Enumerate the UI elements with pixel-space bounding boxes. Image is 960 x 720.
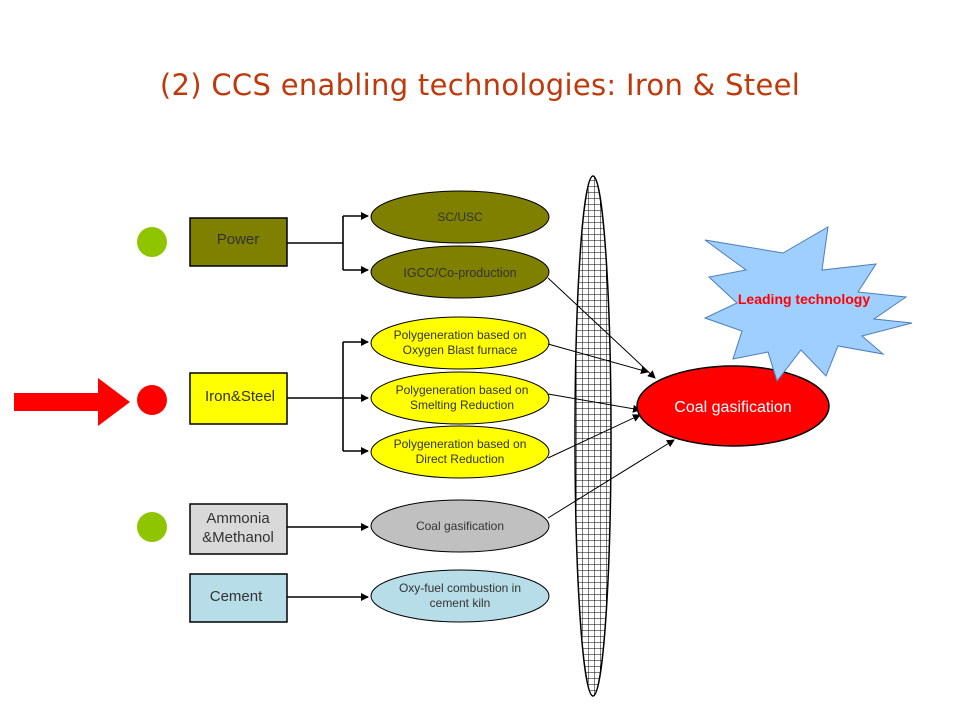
target-label: Coal gasification bbox=[674, 399, 791, 416]
tech-poly-oxygen: Polygeneration based on Oxygen Blast fur… bbox=[370, 316, 550, 370]
tech-oxy-fuel-label-1: Oxy-fuel combustion in bbox=[399, 581, 521, 595]
sector-label-ammonia-2: &Methanol bbox=[202, 529, 274, 546]
power-connector bbox=[287, 212, 369, 274]
slide-title: (2) CCS enabling technologies: Iron & St… bbox=[159, 68, 801, 102]
iron-steel-connector bbox=[287, 338, 369, 455]
tech-poly-smelting-label-2: Smelting Reduction bbox=[410, 398, 514, 412]
flow-arrows bbox=[547, 277, 675, 519]
tech-poly-direct: Polygeneration based on Direct Reduction bbox=[370, 425, 550, 479]
tech-coal-gasification: Coal gasification bbox=[370, 499, 550, 553]
tech-poly-oxygen-label-1: Polygeneration based on bbox=[394, 328, 527, 342]
big-red-arrow bbox=[14, 378, 130, 426]
sector-label-ammonia-1: Ammonia bbox=[206, 510, 270, 527]
sector-box-cement: Cement bbox=[189, 573, 288, 623]
status-dot-ammonia bbox=[137, 512, 167, 542]
tech-igcc: IGCC/Co-production bbox=[370, 245, 550, 299]
sector-label-iron-steel: Iron&Steel bbox=[205, 388, 275, 405]
tech-coal-gasification-label: Coal gasification bbox=[416, 519, 504, 533]
tech-poly-smelting-label-1: Polygeneration based on bbox=[396, 383, 529, 397]
sector-label-power: Power bbox=[217, 231, 260, 248]
leading-technology-burst: Leading technology bbox=[703, 226, 913, 383]
leading-technology-label: Leading technology bbox=[738, 291, 870, 307]
tech-poly-oxygen-label-2: Oxygen Blast furnace bbox=[403, 343, 518, 357]
hatched-ellipse bbox=[574, 175, 612, 697]
tech-poly-direct-label-1: Polygeneration based on bbox=[394, 437, 527, 451]
tech-poly-direct-label-2: Direct Reduction bbox=[416, 452, 505, 466]
sector-label-cement: Cement bbox=[210, 588, 263, 605]
tech-oxy-fuel-label-2: cement kiln bbox=[430, 596, 491, 610]
status-dot-iron-steel bbox=[137, 385, 167, 415]
sector-box-iron-steel: Iron&Steel bbox=[189, 372, 288, 425]
tech-sc-usc: SC/USC bbox=[370, 190, 550, 244]
status-dot-power bbox=[137, 227, 167, 257]
tech-igcc-label: IGCC/Co-production bbox=[403, 266, 516, 280]
tech-sc-usc-label: SC/USC bbox=[437, 210, 483, 224]
sector-box-ammonia: Ammonia &Methanol bbox=[189, 503, 288, 555]
sector-box-power: Power bbox=[189, 217, 288, 267]
target-coal-gasification: Coal gasification bbox=[636, 365, 830, 447]
tech-oxy-fuel: Oxy-fuel combustion in cement kiln bbox=[370, 569, 550, 623]
tech-poly-smelting: Polygeneration based on Smelting Reducti… bbox=[370, 371, 550, 425]
